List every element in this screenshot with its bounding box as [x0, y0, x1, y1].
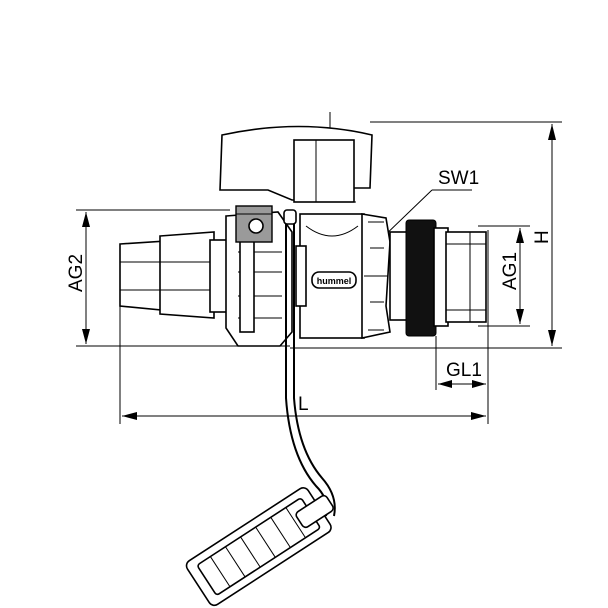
label-sw1: SW1 — [438, 168, 479, 189]
brand-logo-text: hummel — [317, 276, 352, 286]
dimension-lines — [76, 121, 562, 424]
valve-body: hummel — [295, 213, 365, 339]
dust-cap — [185, 487, 334, 607]
outlet-fitting — [389, 219, 487, 337]
hose-barb — [119, 231, 235, 319]
label-gl1: GL1 — [446, 360, 482, 381]
label-ag1: AG1 — [500, 252, 521, 290]
label-ag2: AG2 — [66, 254, 87, 292]
valve-handle — [219, 112, 373, 203]
label-l: L — [298, 394, 309, 415]
hex-nut — [361, 213, 391, 339]
label-h: H — [532, 230, 553, 244]
dimension-labels: SW1 GL1 L H AG1 AG2 — [66, 168, 553, 415]
union-nut — [225, 205, 293, 347]
